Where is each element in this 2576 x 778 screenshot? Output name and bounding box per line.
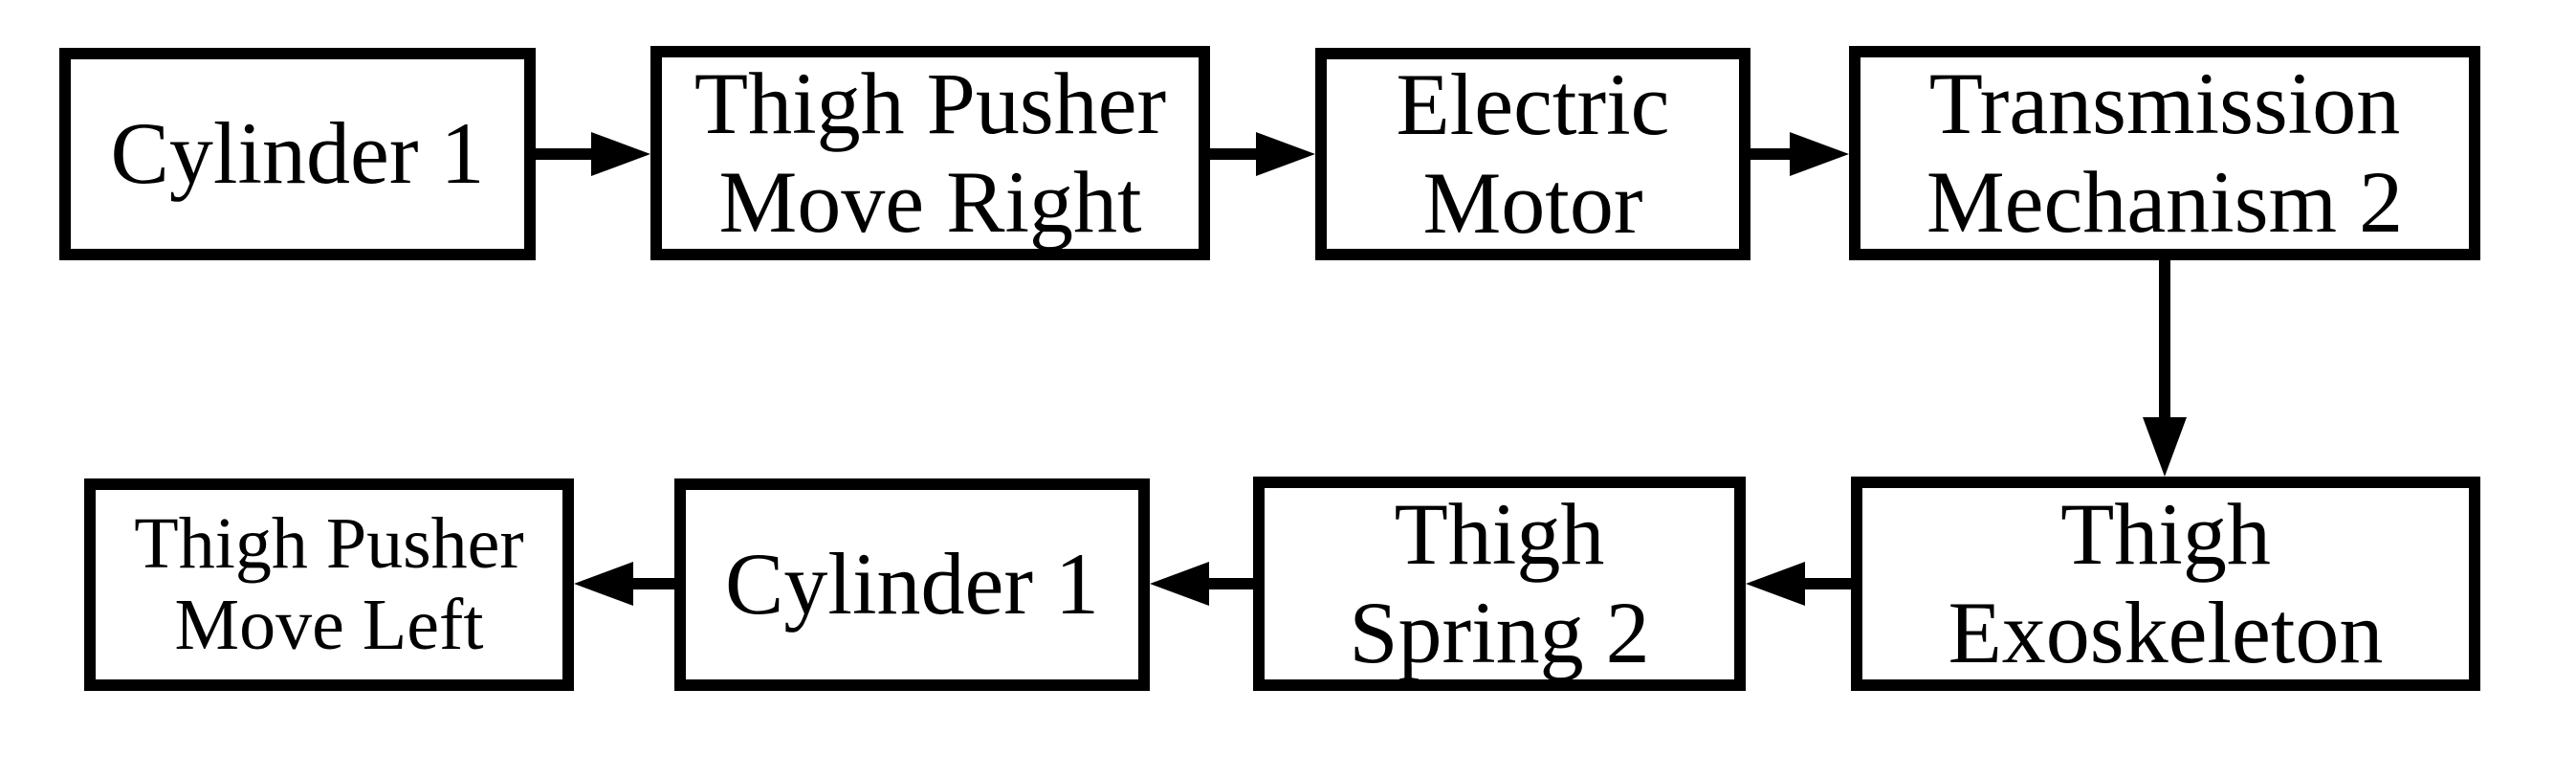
arrowhead-down-icon bbox=[2143, 417, 2187, 477]
arrowhead-right-icon bbox=[1256, 132, 1315, 176]
box-transmission-mechanism-2: Transmission Mechanism 2 bbox=[1849, 46, 2480, 260]
box-label-line: Spring 2 bbox=[1349, 584, 1650, 681]
box-thigh-spring-2: Thigh Spring 2 bbox=[1253, 477, 1746, 691]
box-thigh-pusher-move-left: Thigh Pusher Move Left bbox=[84, 478, 574, 691]
box-label-line: Exoskeleton bbox=[1948, 584, 2384, 681]
box-thigh-exoskeleton: Thigh Exoskeleton bbox=[1851, 477, 2480, 691]
box-cylinder-1-top: Cylinder 1 bbox=[59, 48, 536, 260]
arrow-shaft bbox=[1210, 148, 1263, 160]
box-label-line: Thigh bbox=[2060, 484, 2271, 583]
box-label-line: Thigh Pusher bbox=[134, 502, 524, 584]
box-thigh-pusher-move-right: Thigh Pusher Move Right bbox=[650, 46, 1210, 260]
box-label-line: Move Right bbox=[718, 153, 1142, 251]
arrow-shaft bbox=[1798, 578, 1851, 589]
box-label-line: Mechanism 2 bbox=[1926, 153, 2404, 251]
arrow-shaft bbox=[624, 578, 674, 589]
arrow-shaft bbox=[536, 148, 598, 160]
box-label-line: Electric bbox=[1396, 55, 1670, 153]
box-label-line: Cylinder 1 bbox=[725, 535, 1099, 634]
arrowhead-right-icon bbox=[1790, 132, 1849, 176]
box-label-line: Cylinder 1 bbox=[110, 104, 485, 203]
box-label-line: Transmission bbox=[1928, 54, 2401, 152]
box-label-line: Motor bbox=[1422, 154, 1643, 252]
arrow-shaft bbox=[1203, 578, 1253, 589]
box-cylinder-1-bottom: Cylinder 1 bbox=[674, 478, 1150, 691]
arrowhead-right-icon bbox=[591, 132, 650, 176]
arrow-shaft bbox=[2159, 260, 2170, 423]
arrowhead-left-icon bbox=[1150, 562, 1209, 606]
box-label-line: Thigh bbox=[1394, 484, 1605, 583]
arrow-shaft bbox=[1750, 148, 1796, 160]
box-electric-motor: Electric Motor bbox=[1315, 48, 1750, 260]
box-label-line: Thigh Pusher bbox=[694, 54, 1167, 152]
box-label-line: Move Left bbox=[174, 585, 484, 665]
arrowhead-left-icon bbox=[574, 562, 633, 606]
arrowhead-left-icon bbox=[1746, 562, 1805, 606]
